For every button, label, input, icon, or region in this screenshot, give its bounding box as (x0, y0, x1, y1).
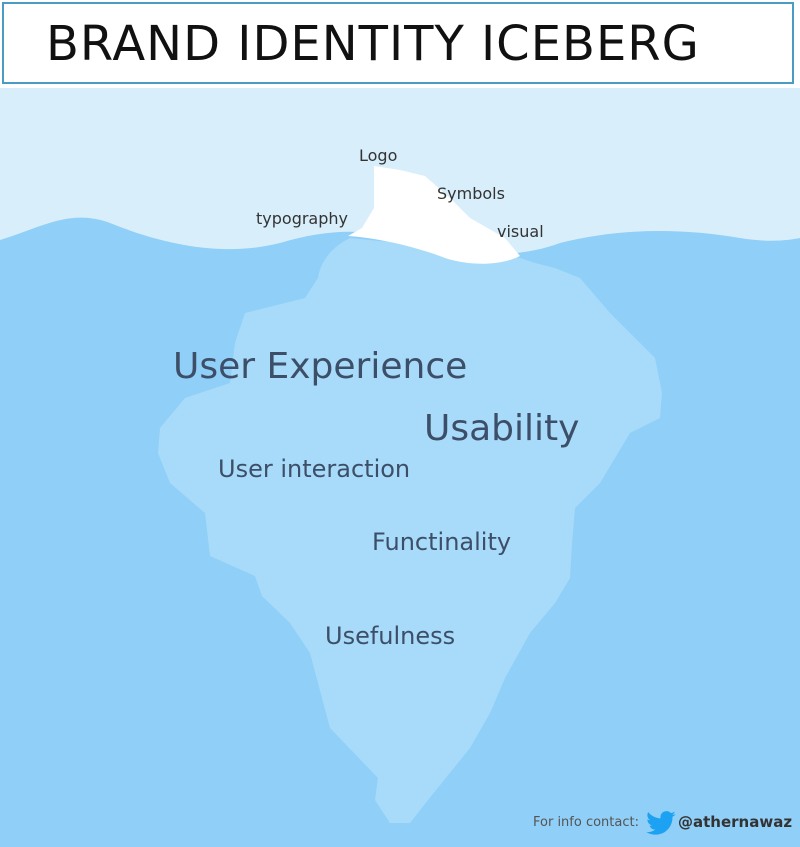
label-logo: Logo (359, 146, 398, 165)
underwater-iceberg (158, 238, 662, 823)
label-visual: visual (497, 222, 544, 241)
title-box: BRAND IDENTITY ICEBERG (2, 2, 794, 84)
label-user-experience: User Experience (173, 346, 468, 387)
label-symbols: Symbols (437, 184, 505, 203)
twitter-bird-icon[interactable] (645, 810, 677, 838)
twitter-handle-link[interactable]: @athernawaz (678, 813, 793, 831)
iceberg-tip (348, 166, 520, 264)
label-user-interaction: User interaction (218, 455, 411, 483)
label-functionality: Functinality (372, 528, 512, 556)
label-typography: typography (256, 209, 348, 228)
label-usability: Usability (424, 408, 580, 449)
label-usefulness: Usefulness (325, 622, 456, 650)
footer-contact-label: For info contact: (533, 815, 639, 830)
page-title: BRAND IDENTITY ICEBERG (46, 16, 700, 72)
iceberg-illustration (0, 88, 800, 847)
